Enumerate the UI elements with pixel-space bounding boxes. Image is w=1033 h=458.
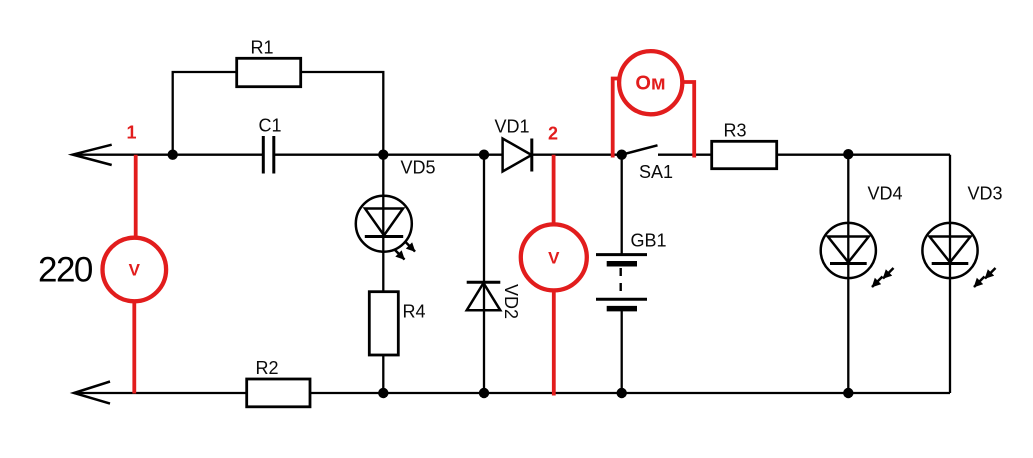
voltmeter-node2-label: V — [548, 249, 560, 268]
led-vd5: VD5 — [354, 158, 436, 261]
led-vd3-circle-icon — [921, 221, 979, 280]
ohmmeter-lead-right — [681, 80, 697, 158]
resistor-r2-label: R2 — [256, 358, 279, 378]
resistor-r4-label: R4 — [403, 302, 426, 322]
resistor-r2: R2 — [245, 358, 312, 409]
switch-sa1-label: SA1 — [639, 162, 673, 182]
terminal-arrow-top-icon — [67, 143, 113, 167]
led-vd3-triangle-icon — [926, 235, 974, 265]
junction-dot — [843, 387, 854, 399]
junction-dot — [378, 149, 389, 160]
led-vd3-label: VD3 — [968, 184, 1003, 204]
led-vd4-label: VD4 — [868, 184, 903, 204]
diode-vd2: VD2 — [464, 280, 521, 319]
battery-gb1: GB1 — [596, 231, 667, 312]
led-vd5-emission-arrow-icon — [393, 248, 406, 261]
voltmeter-node2-circle-icon — [518, 222, 589, 293]
junction-dots — [167, 149, 854, 399]
resistor-r4: R4 — [367, 290, 426, 357]
source-voltage-value: 220 — [38, 251, 93, 290]
diode-vd1-label: VD1 — [494, 117, 529, 137]
voltmeter-input: V — [100, 235, 169, 304]
led-vd5-label: VD5 — [401, 158, 436, 178]
switch-sa1-arm — [621, 144, 658, 156]
resistor-r1-label: R1 — [250, 38, 273, 58]
resistor-r3-body — [710, 139, 779, 171]
resistor-r1: R1 — [235, 38, 303, 89]
led-vd4-triangle-icon — [825, 235, 872, 265]
led-vd5-triangle-icon — [362, 207, 406, 238]
led-vd4: VD4 — [819, 184, 903, 288]
ohmmeter-label: Ом — [635, 73, 665, 95]
switch-sa1: SA1 — [621, 144, 673, 182]
diode-vd2-label: VD2 — [501, 284, 521, 319]
resistor-r3-label: R3 — [723, 121, 746, 141]
led-vd3-emission-arrow-icon — [984, 267, 997, 280]
capacitor-c1-label: C1 — [258, 116, 281, 136]
led-vd5-circle-icon — [354, 194, 414, 253]
resistor-r3: R3 — [710, 121, 779, 171]
led-vd3-emission-arrow-icon — [973, 275, 986, 288]
junction-dot — [616, 149, 627, 160]
wires — [73, 70, 952, 395]
resistor-r1-body — [235, 56, 303, 89]
junction-dot — [167, 149, 178, 160]
led-vd4-emission-arrow-icon — [882, 267, 895, 280]
led-vd4-circle-icon — [819, 221, 878, 280]
led-vd4-emission-arrow-icon — [871, 275, 884, 288]
voltmeter-input-label: V — [129, 261, 141, 280]
node-2-label: 2 — [548, 124, 558, 144]
node-1-label: 1 — [126, 123, 136, 143]
voltmeter-node2: V — [518, 222, 589, 293]
led-vd5-emission-arrow-icon — [404, 240, 416, 253]
junction-dot — [616, 387, 627, 399]
voltmeter-input-circle-icon — [100, 235, 169, 304]
ohmmeter: Ом — [616, 48, 685, 117]
junction-dot — [478, 387, 490, 399]
terminal-arrow-bottom-icon — [69, 380, 111, 405]
diode-vd1: VD1 — [494, 117, 535, 174]
junction-dot — [478, 149, 490, 160]
junction-dot — [378, 387, 389, 399]
diode-vd2-triangle-icon — [464, 280, 503, 312]
capacitor-c1: C1 — [258, 116, 282, 174]
resistor-r2-body — [245, 377, 312, 409]
led-vd3: VD3 — [921, 184, 1003, 288]
ohmmeter-circle-icon — [616, 48, 685, 117]
resistor-r4-body — [367, 290, 400, 357]
junction-dot — [843, 149, 854, 160]
battery-gb1-label: GB1 — [631, 231, 667, 251]
diode-vd1-triangle-icon — [501, 136, 535, 174]
